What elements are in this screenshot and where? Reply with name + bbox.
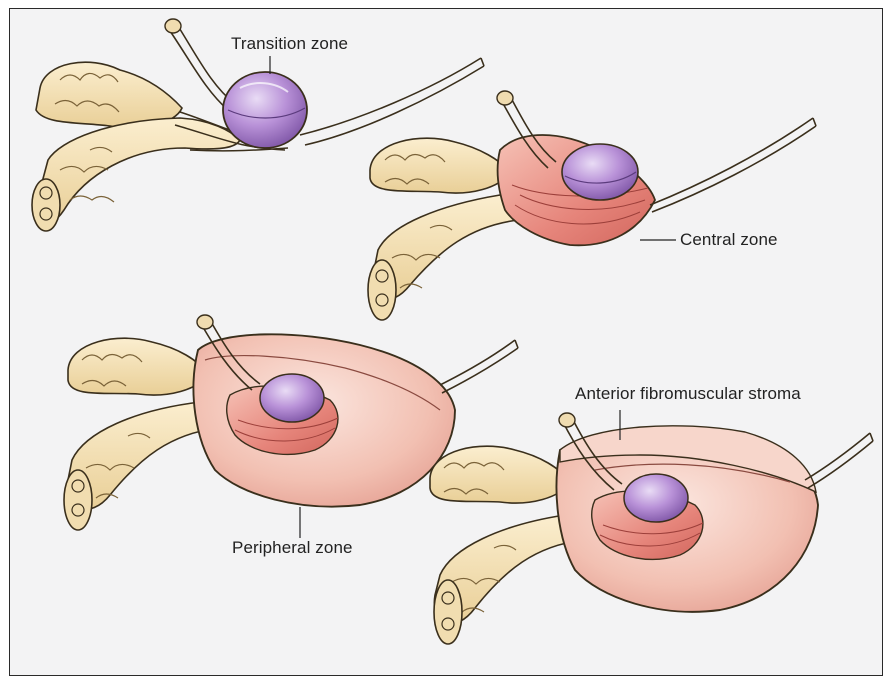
urethra-opening	[559, 413, 575, 427]
seminal-vesicle	[36, 62, 182, 128]
central-zone-label: Central zone	[680, 230, 778, 250]
vas-cross-section	[368, 260, 396, 320]
vas-cross-section	[64, 470, 92, 530]
stage-central-zone	[368, 91, 816, 320]
transition-zone	[260, 374, 324, 422]
transition-zone	[562, 144, 638, 200]
transition-zone	[624, 474, 688, 522]
urethra-opening	[165, 19, 181, 33]
anterior-fibromuscular-stroma-label: Anterior fibromuscular stroma	[575, 384, 801, 404]
vas-deferens	[37, 118, 240, 224]
seminal-vesicle	[68, 338, 208, 395]
urethra-opening	[497, 91, 513, 105]
transition-zone-label: Transition zone	[231, 34, 348, 54]
vas-cross-section	[434, 580, 462, 644]
vas-cross-section	[32, 179, 60, 231]
seminal-vesicle	[430, 446, 570, 503]
seminal-vesicle	[370, 138, 510, 193]
urethra-opening	[197, 315, 213, 329]
stage-anterior-fibromuscular-stroma	[430, 413, 873, 644]
peripheral-zone-label: Peripheral zone	[232, 538, 353, 558]
